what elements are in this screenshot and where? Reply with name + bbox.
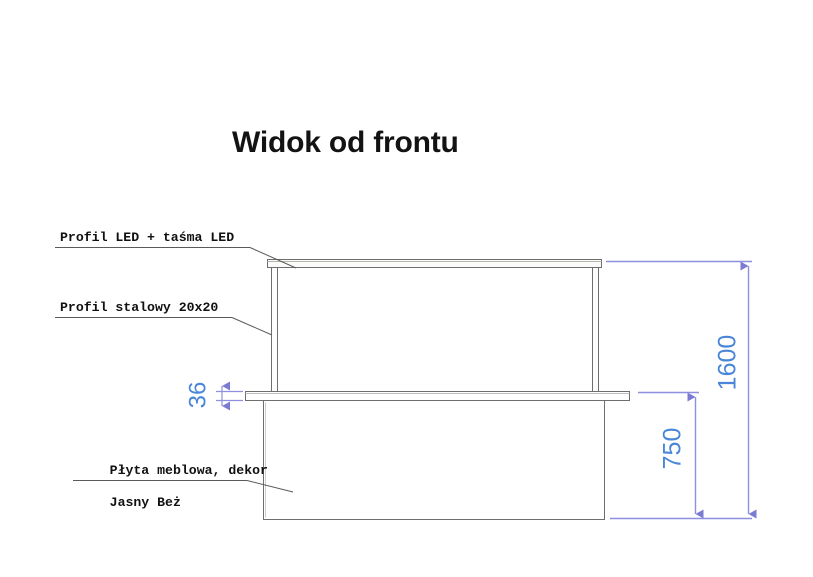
led-profile-bar: [267, 259, 602, 268]
dimension-total-height: [606, 260, 757, 520]
page-title: Widok od frontu: [232, 126, 459, 159]
annotation-steel-profile: Profil stalowy 20x20: [60, 300, 219, 315]
annotation-board: Płyta meblowa, dekor Jasny Beż: [78, 447, 268, 527]
furniture-geometry: [245, 259, 630, 520]
dimension-label-countertop-thickness: 36: [184, 381, 212, 409]
annotation-board-line2: Jasny Beż: [109, 495, 181, 510]
annotation-led-profile: Profil LED + taśma LED: [60, 230, 235, 245]
leader-board: [73, 480, 294, 493]
annotation-board-line1: Płyta meblowa, dekor: [109, 463, 268, 478]
dimension-countertop-thickness: [216, 381, 243, 411]
dimension-counter-height: [638, 391, 704, 519]
countertop-board: [245, 391, 630, 401]
steel-post-left: [271, 267, 278, 392]
leader-steel-profile: [55, 317, 273, 336]
cabinet-body: [263, 400, 605, 520]
leader-led-profile: [55, 247, 297, 269]
leader-lines: [55, 247, 297, 493]
dimension-label-counter-height: 750: [658, 427, 687, 470]
steel-post-right: [592, 267, 599, 392]
dimension-label-total-height: 1600: [713, 334, 742, 391]
